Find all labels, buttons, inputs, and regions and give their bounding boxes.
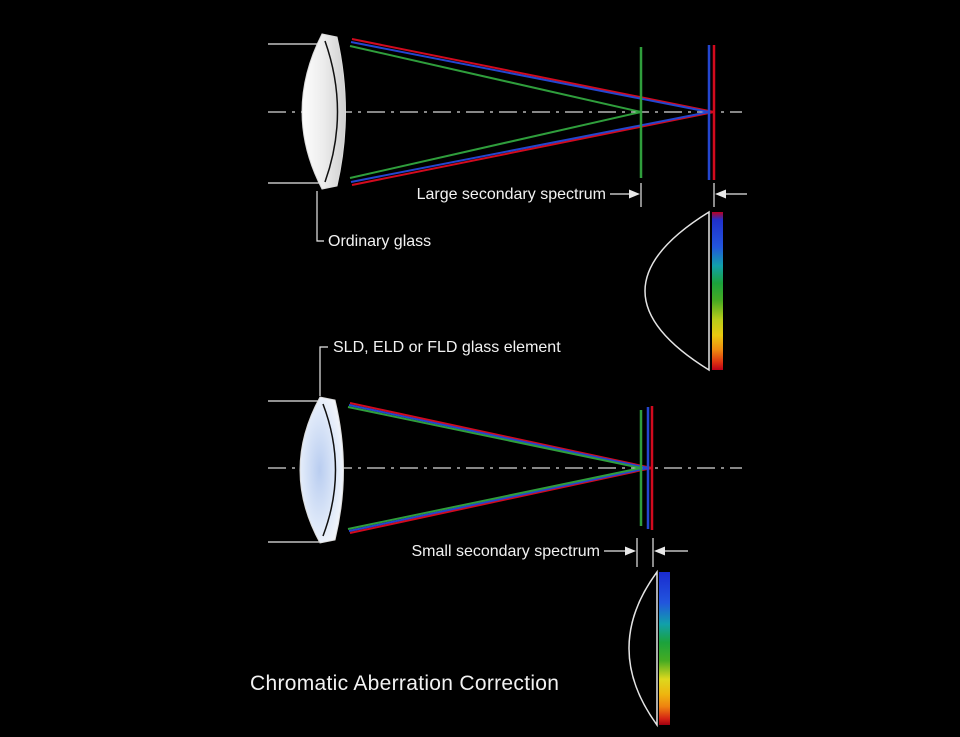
top-lens-body [301,33,346,190]
bottom-lens-body [299,396,344,544]
bottom-lens-cement-line [322,403,337,537]
bottom-focus-lens-outline [628,569,658,728]
top-ray-blue-upper [350,41,710,113]
top-ray-red-lower [351,111,715,186]
sld-glass-label: SLD, ELD or FLD glass element [333,339,561,356]
top-dim-arrow-left-icon [715,189,726,199]
bottom-ray-blue-upper [348,404,649,469]
top-focus-lens-outline [644,210,710,372]
bottom-ray-red-upper [349,402,653,469]
top-spectrum-bar [712,212,723,370]
bottom-ray-blue-lower [348,467,649,532]
sld-glass-leader [319,346,328,396]
top-ray-red-upper [351,38,715,113]
bottom-diagram: SLD, ELD or FLD glass element Small seco… [268,339,742,728]
top-ray-blue-lower [350,111,710,183]
bottom-ray-green-lower [347,467,642,530]
bottom-spectrum-label: Small secondary spectrum [411,543,600,560]
top-diagram: Large secondary spectrum Ordinary glass [268,33,747,372]
top-lens-cement-line [324,40,339,183]
ordinary-glass-label: Ordinary glass [328,233,431,250]
diagram-title: Chromatic Aberration Correction [250,672,559,695]
bottom-dim-arrow-right-icon [625,546,636,556]
top-ray-green-lower [349,111,642,179]
bottom-ray-red-lower [349,467,653,534]
ordinary-glass-leader [316,191,324,242]
bottom-spectrum-bar [659,572,670,725]
top-ray-green-upper [349,45,642,113]
top-spectrum-label: Large secondary spectrum [417,186,606,203]
bottom-ray-green-upper [347,406,642,469]
top-dim-arrow-right-icon [629,189,640,199]
bottom-dim-arrow-left-icon [654,546,665,556]
